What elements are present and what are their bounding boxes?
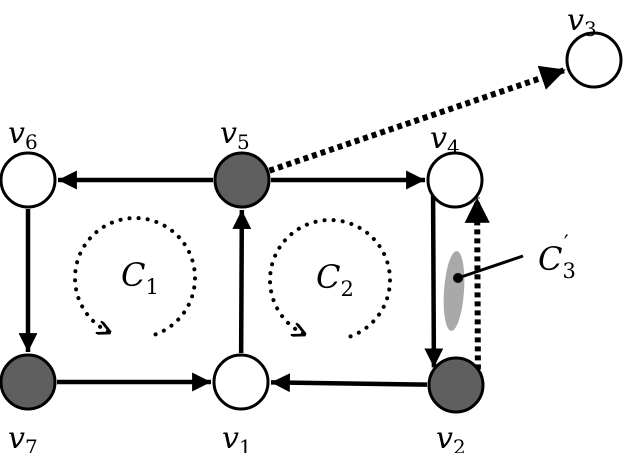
edge-v1-v5 (232, 209, 252, 354)
label-v4: v4 (430, 121, 460, 159)
cycle-c1-label: C1 (121, 256, 159, 299)
label-v7: v7 (8, 421, 38, 453)
node-v1 (212, 353, 270, 411)
edge-v4-v2 (424, 195, 444, 368)
edge-v2-v4 (464, 197, 490, 370)
c3-prime-annotation: C3′ (443, 231, 576, 331)
cycles-layer: C1 C2 (73, 216, 392, 339)
label-v2: v2 (436, 421, 466, 453)
node-v4 (426, 151, 484, 209)
edge-v5-v3 (268, 65, 567, 174)
nodes-layer (0, 31, 623, 414)
edge-v2-v1 (270, 373, 428, 393)
cycle-c1-arrow (73, 216, 197, 337)
node-v6 (0, 151, 57, 209)
c3-prime-highlight (443, 251, 465, 331)
label-v3: v3 (567, 3, 597, 41)
node-v5 (213, 151, 271, 209)
c3-prime-pointer (457, 254, 524, 280)
edges-layer (18, 65, 567, 393)
label-v6: v6 (8, 116, 38, 154)
c3-prime-label: C3′ (538, 231, 576, 283)
label-v1: v1 (222, 421, 252, 453)
label-v5: v5 (220, 116, 250, 154)
cycle-c2-label: C2 (316, 258, 354, 301)
node-v3 (565, 31, 623, 89)
cycle-c2-arrow (268, 218, 392, 339)
node-v2 (427, 356, 485, 414)
labels-layer: v1 v2 v3 v4 v5 v6 v7 (8, 3, 597, 453)
node-v7 (0, 353, 57, 411)
